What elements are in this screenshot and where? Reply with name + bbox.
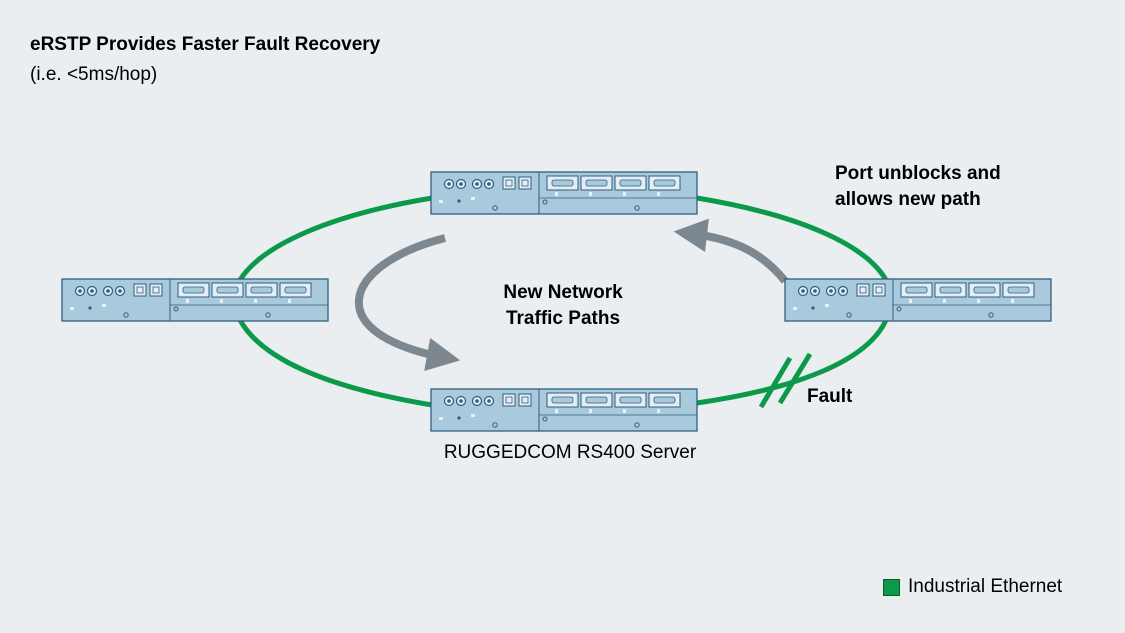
switch-bottom bbox=[430, 388, 698, 432]
ring-link-left-bottom bbox=[237, 318, 433, 408]
new-traffic-paths-label: New Network Traffic Paths bbox=[470, 280, 656, 332]
new-path-arrow-right bbox=[673, 218, 789, 284]
switch-top bbox=[430, 171, 698, 215]
new-paths-line1: New Network bbox=[503, 282, 623, 303]
new-path-arrow-left bbox=[355, 234, 461, 371]
ring-link-top-right bbox=[696, 195, 889, 282]
fault-label: Fault bbox=[807, 386, 853, 407]
ring-link-top-left bbox=[237, 195, 433, 282]
fault-break-icon bbox=[758, 352, 813, 409]
diagram-title: eRSTP Provides Faster Fault Recovery bbox=[30, 34, 381, 55]
legend-label: Industrial Ethernet bbox=[908, 576, 1063, 597]
port-unblocks-line1: Port unblocks and bbox=[835, 163, 1001, 184]
switch-left bbox=[61, 278, 329, 322]
ring-link-right-bottom bbox=[696, 318, 889, 406]
legend-swatch bbox=[883, 578, 900, 596]
port-unblocks-note: Port unblocks and allows new path bbox=[835, 161, 1001, 213]
switch-right bbox=[784, 278, 1052, 322]
legend: Industrial Ethernet bbox=[883, 576, 1062, 598]
diagram-subtitle: (i.e. <5ms/hop) bbox=[30, 64, 158, 85]
new-paths-line2: Traffic Paths bbox=[505, 308, 621, 329]
industrial-ethernet-ring bbox=[237, 195, 889, 408]
port-unblocks-line2: allows new path bbox=[835, 189, 981, 210]
device-label: RUGGEDCOM RS400 Server bbox=[443, 442, 697, 463]
